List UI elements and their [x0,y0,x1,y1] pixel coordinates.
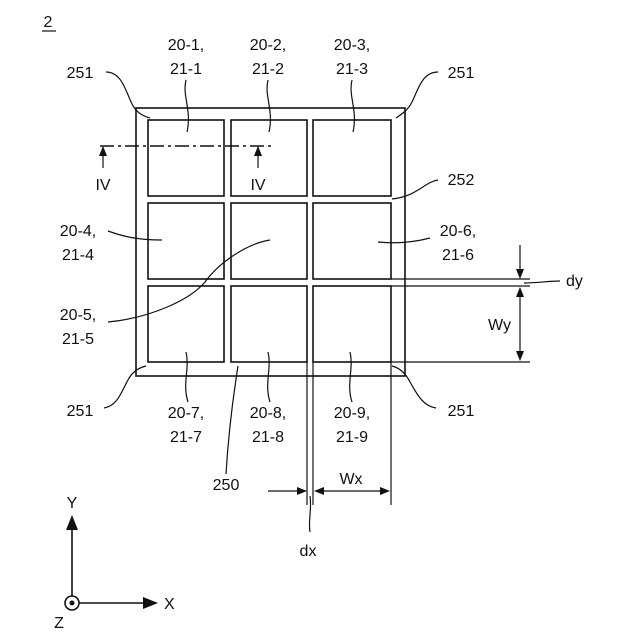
dimension-vertical [391,245,560,362]
ref-251-bottom-left: 251 [67,403,94,420]
ref-251-top-right: 251 [448,65,475,82]
leader-cell-2 [267,80,270,132]
section-arrow-left [99,146,107,168]
leader-cell-1 [185,80,188,132]
dim-wy: Wy [488,317,511,334]
label-cell-4-a: 20-4, [60,223,96,240]
label-cell-8-a: 20-8, [250,405,286,422]
dim-dy: dy [566,273,583,290]
label-cell-5-b: 21-5 [62,331,94,348]
figure-number: 2 [44,14,53,31]
section-arrow-right [254,146,262,168]
axis-y [66,515,78,596]
dim-dx: dx [300,543,317,560]
cell-8 [231,286,307,362]
label-cell-3-b: 21-3 [336,61,368,78]
cell-3 [313,120,391,196]
label-cell-2-b: 21-2 [252,61,284,78]
label-cell-9-a: 20-9, [334,405,370,422]
axis-z [65,596,79,610]
axis-label-y: Y [67,495,78,512]
label-cell-6-b: 21-6 [442,247,474,264]
dimension-horizontal [268,362,391,532]
leader-cell-4 [108,231,162,240]
leader-cell-6 [378,238,430,243]
ref-252: 252 [448,172,475,189]
dim-wx: Wx [339,471,362,488]
section-label-left: IV [95,177,110,194]
label-cell-6-a: 20-6, [440,223,476,240]
label-cell-2-a: 20-2, [250,37,286,54]
cell-grid [148,120,391,362]
outer-frame [136,108,405,376]
label-cell-5-a: 20-5, [60,307,96,324]
section-label-right: IV [250,177,265,194]
label-cell-8-b: 21-8 [252,429,284,446]
label-cell-7-b: 21-7 [170,429,202,446]
leader-251-top-left [106,72,150,118]
leader-251-bottom-left [104,366,146,408]
cell-4 [148,203,224,279]
cell-1 [148,120,224,196]
label-cell-1-a: 20-1, [168,37,204,54]
leader-cell-7 [186,352,188,402]
ref-250: 250 [213,477,240,494]
label-cell-3-a: 20-3, [334,37,370,54]
label-cell-9-b: 21-9 [336,429,368,446]
leader-cell-8 [268,352,270,402]
cell-6 [313,203,391,279]
cell-5 [231,203,307,279]
leader-251-top-right [396,72,438,118]
axis-x [79,597,158,609]
leader-cell-3 [351,80,354,132]
leader-250 [226,366,238,474]
label-cell-4-b: 21-4 [62,247,94,264]
ref-251-bottom-right: 251 [448,403,475,420]
cell-9 [313,286,391,362]
ref-251-top-left: 251 [67,65,94,82]
leader-cell-9 [350,352,352,402]
label-cell-7-a: 20-7, [168,405,204,422]
axis-label-z: Z [54,615,64,632]
label-cell-1-b: 21-1 [170,61,202,78]
leader-252 [392,180,438,199]
leader-cell-5 [108,240,270,322]
axis-label-x: X [164,596,175,613]
leader-251-bottom-right [392,366,436,408]
